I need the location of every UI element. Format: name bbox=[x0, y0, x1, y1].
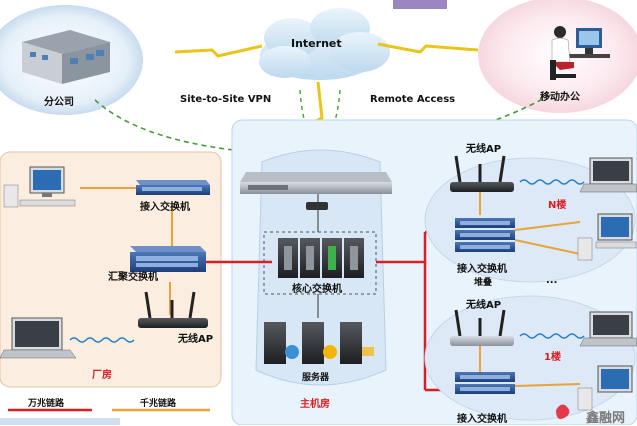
label-mobile-office: 移动办公 bbox=[540, 92, 580, 103]
label-factory: 厂房 bbox=[92, 370, 112, 381]
label-stack: 堆叠 bbox=[474, 278, 493, 288]
wifi-wave-factory bbox=[69, 337, 135, 343]
label-branch: 分公司 bbox=[44, 97, 74, 108]
corner-accent bbox=[393, 0, 447, 9]
access-switch-left-icon bbox=[136, 180, 210, 195]
label-ap-top: 无线AP bbox=[466, 144, 502, 155]
core-switch-icon bbox=[278, 238, 364, 278]
gigabit-link-switch-pc-top bbox=[514, 221, 581, 231]
laptop-top-icon bbox=[579, 157, 637, 193]
wifi-wave-bottom bbox=[519, 333, 585, 339]
label-aggregation-switch: 汇聚交换机 bbox=[108, 272, 158, 283]
label-access-switch-bottom: 接入交换机 bbox=[457, 414, 507, 425]
label-internet: Internet bbox=[291, 37, 342, 50]
label-wireless-ap-left: 无线AP bbox=[178, 334, 214, 345]
lightning-right-icon bbox=[377, 42, 479, 54]
patch-connector-icon bbox=[306, 202, 328, 210]
wireless-ap-top-icon bbox=[450, 155, 514, 192]
label-ellipsis: ... bbox=[546, 275, 558, 286]
legend-footer-strip bbox=[0, 418, 120, 425]
core-switch-box bbox=[263, 231, 377, 295]
building-icon bbox=[22, 30, 110, 84]
label-ap-bottom: 无线AP bbox=[466, 300, 502, 311]
internet-cloud-icon bbox=[259, 8, 390, 80]
label-remote-access: Remote Access bbox=[370, 94, 456, 105]
worker-at-desk-icon bbox=[550, 26, 610, 80]
legend-10g-label: 万兆链路 bbox=[28, 399, 65, 409]
label-access-switch-left: 接入交换机 bbox=[140, 202, 190, 213]
gigabit-link-switch-pc-top-2 bbox=[514, 239, 581, 255]
legend-1g-label: 千兆链路 bbox=[140, 399, 177, 409]
label-site-to-site-vpn: Site-to-Site VPN bbox=[180, 94, 272, 105]
access-switch-bottom-icon bbox=[455, 372, 515, 394]
wireless-ap-left-icon bbox=[138, 291, 208, 328]
wifi-wave-top bbox=[519, 179, 585, 185]
label-n-floor: N楼 bbox=[548, 200, 567, 211]
desktop-pc-factory-icon bbox=[3, 166, 76, 208]
gigabit-link-switch-pc-bottom bbox=[514, 383, 581, 387]
label-server: 服务器 bbox=[302, 373, 330, 383]
label-floor-1: 1楼 bbox=[544, 352, 561, 363]
label-access-switch-top: 接入交换机 bbox=[457, 264, 507, 275]
laptop-factory-icon bbox=[0, 317, 77, 359]
wireless-ap-bottom-icon bbox=[450, 309, 514, 346]
desktop-pc-bottom-icon bbox=[577, 365, 633, 411]
watermark-logo-icon bbox=[556, 404, 570, 419]
laptop-bottom-icon bbox=[579, 311, 637, 347]
watermark-text: 鑫融网 bbox=[586, 411, 626, 426]
access-switch-stack-top-icon bbox=[455, 218, 515, 252]
lightning-left-icon bbox=[174, 44, 263, 58]
firewall-router-icon bbox=[240, 172, 392, 194]
label-core-switch: 核心交换机 bbox=[292, 284, 342, 295]
label-main-room: 主机房 bbox=[300, 399, 330, 410]
aggregation-switch-icon bbox=[130, 246, 206, 272]
server-icon bbox=[264, 322, 374, 364]
desktop-pc-top-icon bbox=[577, 213, 637, 261]
